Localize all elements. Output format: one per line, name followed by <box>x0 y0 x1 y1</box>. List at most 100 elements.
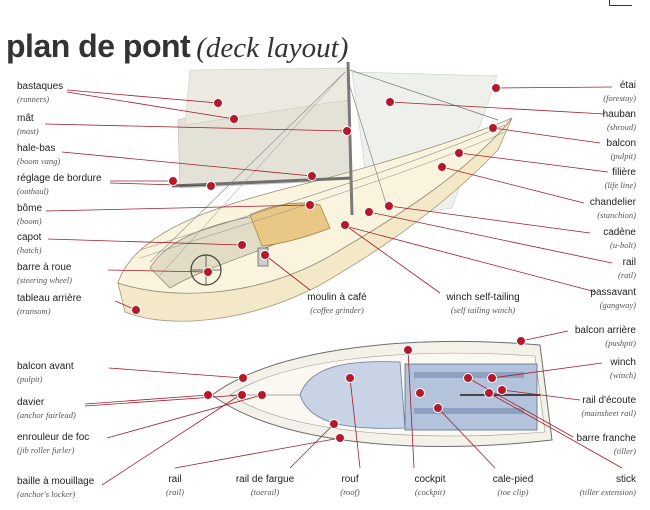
shroud <box>347 79 389 211</box>
label-translation: (mainsheet rail) <box>581 408 636 418</box>
label-text: chandelier <box>589 197 636 208</box>
label-baille-a-mouillage: baille à mouillage (anchor's locker) <box>17 476 94 500</box>
marker-dot <box>403 345 413 355</box>
plan-coachroof <box>299 361 406 429</box>
label-bome: bôme (boom) <box>17 203 42 227</box>
label-translation: (winch) <box>610 370 636 380</box>
marker-dot <box>257 390 267 400</box>
label-bastaques: bastaques (runners) <box>17 81 63 105</box>
label-cockpit: cockpit (cockpit) <box>400 474 460 498</box>
label-text: barre franche <box>576 433 636 444</box>
label-capot: capot (hatch) <box>17 232 42 256</box>
marker-dot <box>131 305 141 315</box>
label-text: barre à roue <box>17 262 72 273</box>
marker-dot <box>384 201 394 211</box>
label-translation: (life line) <box>604 180 636 190</box>
label-text: cadène <box>603 227 636 238</box>
label-enrouleur-de-foc: enrouleur de foc (jib roller furler) <box>17 432 89 456</box>
label-moulin-a-cafe: moulin à café (coffee grinder) <box>282 292 392 316</box>
label-text: moulin à café <box>307 292 367 303</box>
label-text: davier <box>17 397 45 408</box>
marker-dot <box>385 97 395 107</box>
marker-dot <box>238 373 248 383</box>
label-text: rail d'écoute <box>582 395 636 406</box>
marker-dot <box>342 126 352 136</box>
label-text: rail <box>622 257 636 268</box>
forestay <box>349 69 499 121</box>
label-text: bastaques <box>17 81 64 92</box>
label-translation: (hatch) <box>17 245 42 255</box>
label-text: stick <box>616 474 636 485</box>
label-rail-bottom: rail (rail) <box>150 474 200 498</box>
label-balcon-arriere: balcon arrière (pushpit) <box>575 325 636 349</box>
label-text: cale-pied <box>492 474 534 485</box>
marker-dot <box>491 83 501 93</box>
label-text: étai <box>619 80 636 91</box>
label-tableau-arriere: tableau arrière (transom) <box>17 293 81 317</box>
label-text: hale-bas <box>17 143 56 154</box>
marker-dot <box>340 220 350 230</box>
label-translation: (rail) <box>166 487 184 497</box>
label-passavant: passavant (gangway) <box>590 287 636 311</box>
marker-dot <box>260 250 270 260</box>
label-cale-pied: cale-pied (toe clip) <box>480 474 546 498</box>
label-translation: (forestay) <box>603 93 636 103</box>
label-text: rail <box>168 474 182 485</box>
label-translation: (tiller) <box>613 446 636 456</box>
label-translation: (outhaul) <box>17 186 49 196</box>
marker-dot <box>168 176 178 186</box>
label-translation: (anchor fairlead) <box>17 410 76 420</box>
marker-dot <box>329 419 339 429</box>
corner-mark <box>609 0 632 6</box>
label-translation: (anchor's locker) <box>17 489 76 499</box>
label-text: enrouleur de foc <box>17 432 90 443</box>
marker-dot <box>488 123 498 133</box>
label-hauban: hauban (shroud) <box>603 109 636 133</box>
perspective-boat <box>117 61 513 322</box>
label-translation: (shroud) <box>607 122 636 132</box>
marker-dot <box>335 433 345 443</box>
label-balcon-avant: balcon avant (pulpit) <box>17 361 74 385</box>
label-text: balcon <box>606 138 636 149</box>
label-text: balcon arrière <box>574 325 636 336</box>
label-barre-a-roue: barre à roue (steering wheel) <box>17 262 72 286</box>
label-text: mât <box>17 113 34 124</box>
label-reglage-de-bordure: réglage de bordure (outhaul) <box>17 173 102 197</box>
label-text: winch <box>610 357 636 368</box>
label-translation: (cockpit) <box>414 487 446 497</box>
marker-dot <box>437 162 447 172</box>
label-translation: (coffee grinder) <box>310 305 364 315</box>
label-text: rail de fargue <box>235 474 295 485</box>
label-translation: (transom) <box>17 306 51 316</box>
marker-dot <box>229 114 239 124</box>
label-translation: (toe clip) <box>497 487 529 497</box>
label-rouf: rouf (roof) <box>325 474 375 498</box>
label-translation: (pulpit) <box>610 151 637 161</box>
label-winch-self-tailing: winch self-tailing (self tailing winch) <box>418 292 548 316</box>
label-mat: mât (mast) <box>17 113 39 137</box>
marker-dot <box>305 200 315 210</box>
marker-dot <box>433 403 443 413</box>
label-translation: (tiller extension) <box>579 487 636 497</box>
label-barre-franche: barre franche (tiller) <box>577 433 636 457</box>
label-text: filière <box>612 167 636 178</box>
label-translation: (pulpit) <box>17 374 43 384</box>
label-chandelier: chandelier (stanchion) <box>590 197 636 221</box>
label-translation: (jib roller furler) <box>17 445 75 455</box>
label-text: tableau arrière <box>17 293 82 304</box>
runners <box>149 71 346 263</box>
markers <box>131 83 526 443</box>
title-sub: (deck layout) <box>196 32 349 64</box>
label-davier: davier (anchor fairlead) <box>17 397 76 421</box>
label-translation: (mast) <box>17 126 39 136</box>
leader-lines <box>44 86 623 486</box>
marker-dot <box>497 385 507 395</box>
marker-dot <box>203 390 213 400</box>
marker-dot <box>213 98 223 108</box>
label-etai: étai (forestay) <box>603 80 636 104</box>
label-stick: stick (tiller extension) <box>580 474 636 498</box>
label-translation: (runners) <box>17 94 50 104</box>
label-text: passavant <box>590 287 636 298</box>
